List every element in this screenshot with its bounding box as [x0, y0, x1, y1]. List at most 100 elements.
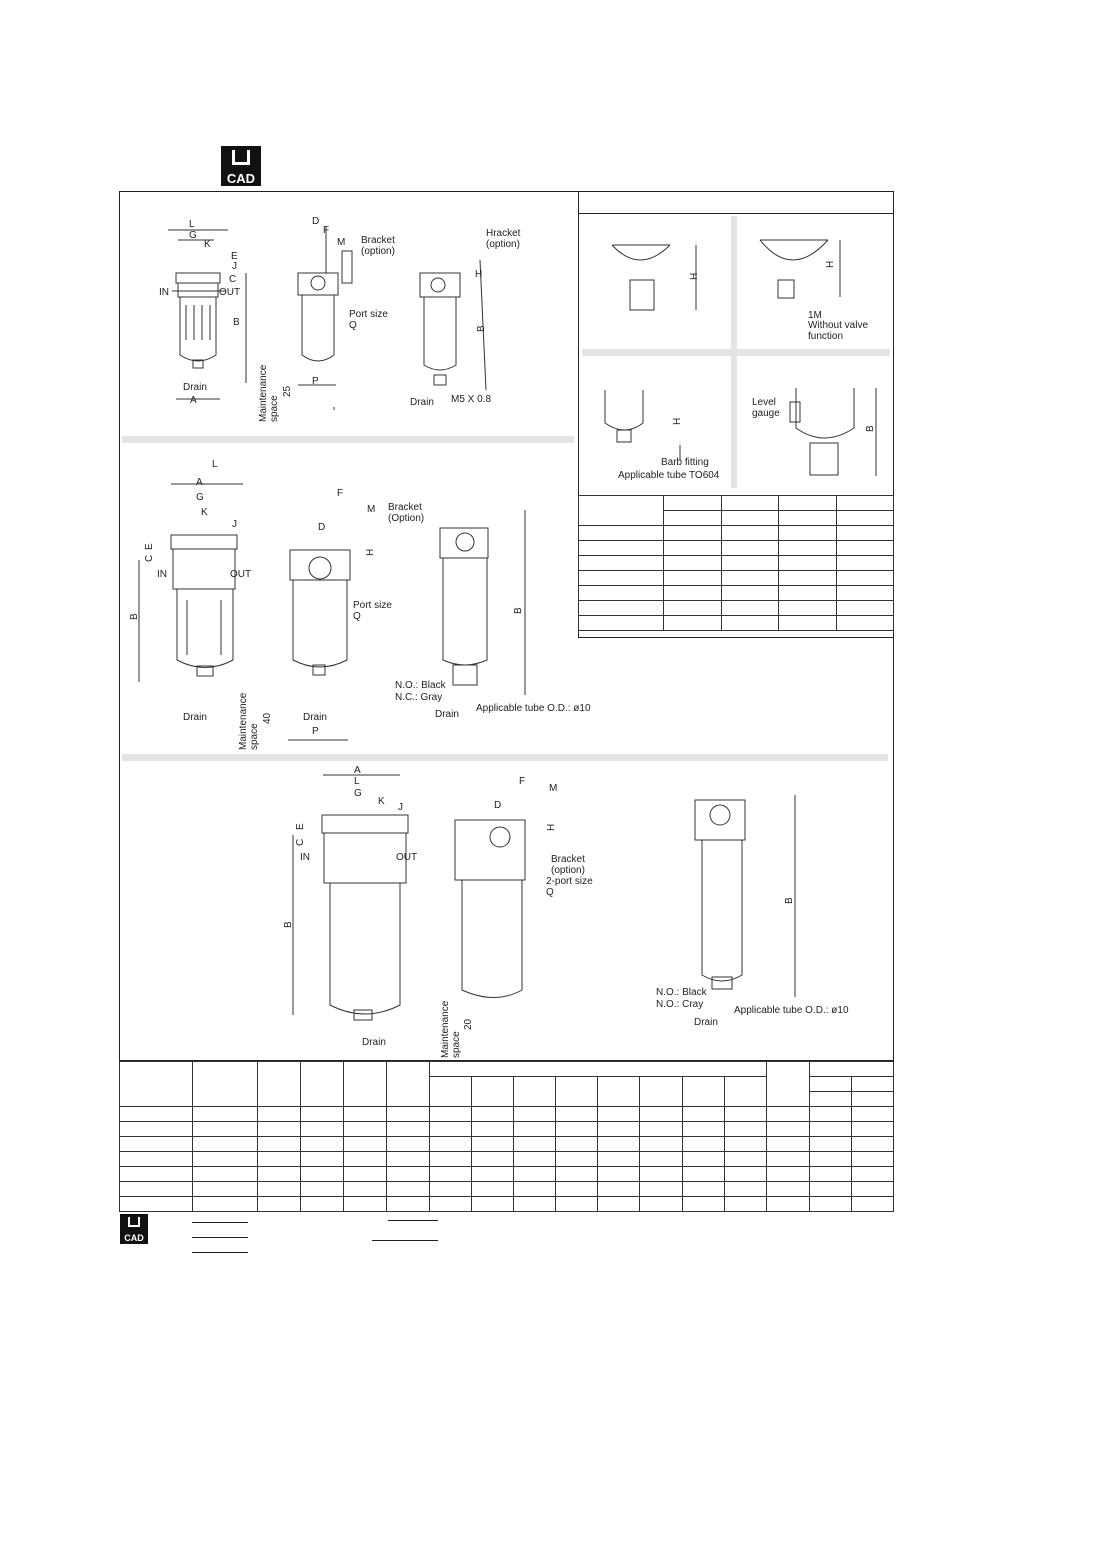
d1-maintenance: Maintenance space [258, 364, 280, 422]
separator-1 [122, 436, 574, 443]
opt1-H: H [689, 272, 700, 280]
underline-3 [192, 1252, 248, 1253]
d1-E: E [231, 251, 238, 262]
d1-IN: IN [159, 287, 169, 298]
d3-nc-gray: N.O.: Cray [656, 999, 704, 1010]
d2-tube: Applicable tube O.D.: ø10 [476, 703, 591, 714]
d3-M: M [549, 783, 558, 794]
d3-J: J [398, 802, 403, 813]
d1-bracket: Bracket (option) [361, 235, 395, 257]
d3-maintenance: Maintenance space [440, 1000, 462, 1058]
d3-nc-black: N.O.: Black [656, 987, 707, 998]
d3-H: H [546, 823, 557, 831]
d1-F: F [323, 225, 330, 236]
options-separator-v [731, 216, 737, 488]
d1-C: C [229, 274, 237, 285]
cad-logo-text: CAD [226, 171, 256, 186]
d1-D: D [312, 216, 320, 227]
filter-drawing-3 [290, 765, 830, 1055]
d1-M: M [337, 237, 346, 248]
d1-hracket: Hracket (option) [486, 228, 521, 250]
dimensions-table [119, 1061, 895, 1212]
d2-M: M [367, 504, 376, 515]
opt3-barb: Barb fitting [661, 457, 709, 468]
d3-B2: B [784, 897, 795, 904]
d2-D: D [318, 522, 326, 533]
d3-A: A [354, 765, 361, 776]
d2-maintenance: Maintenance space [238, 692, 260, 750]
d3-drain2: Drain [694, 1017, 718, 1028]
d1-J: J [232, 261, 237, 272]
d1-L: L [189, 219, 195, 230]
d3-C: C [295, 838, 306, 846]
underline-2 [192, 1237, 248, 1238]
d1-drain: Drain [183, 382, 207, 393]
d3-tube: Applicable tube O.D.: ø10 [734, 1005, 849, 1016]
underline-4 [388, 1220, 438, 1221]
d1-H: H [475, 269, 483, 280]
cad-logo-bottom: CAD [120, 1214, 148, 1244]
underline-5 [372, 1240, 438, 1241]
d1-G: G [189, 230, 197, 241]
filter-drawing-1 [150, 215, 530, 415]
d2-bracket: Bracket (Option) [388, 502, 425, 524]
opt3-tube: Applicable tube TO604 [618, 470, 720, 481]
options-table [578, 495, 894, 631]
d2-OUT: OUT [230, 569, 252, 580]
d2-J: J [232, 519, 237, 530]
cad-logo-bottom-text: CAD [124, 1233, 144, 1243]
d1-K: K [204, 239, 211, 250]
option-drawing-3 [595, 385, 715, 485]
underline-1 [192, 1222, 248, 1223]
d1-B: B [233, 317, 240, 328]
d2-port-size: Port size Q [353, 600, 392, 622]
d1-A: A [190, 395, 197, 406]
d1-drain2: Drain [410, 397, 434, 408]
d2-maint-val: 40 [262, 712, 273, 724]
d1-P: P [312, 376, 319, 387]
d1-port-size: Port size Q [349, 309, 388, 331]
d3-IN: IN [300, 852, 310, 863]
d2-H: H [365, 548, 376, 556]
d2-L: L [212, 459, 218, 470]
opt2-1m: 1M [808, 310, 822, 321]
opt3-H: H [672, 417, 683, 425]
d2-G: G [196, 492, 204, 503]
d2-E: E [144, 543, 155, 550]
d3-E: E [295, 823, 306, 830]
opt4-level: Level gauge [752, 397, 780, 419]
d2-B: B [129, 613, 140, 620]
d3-OUT: OUT [396, 852, 418, 863]
d3-L: L [354, 776, 360, 787]
d2-drain2: Drain [303, 712, 327, 723]
opt2-H: H [825, 260, 836, 268]
d3-bracket: Bracket (option) [551, 854, 585, 876]
separator-2 [122, 754, 888, 761]
d3-B: B [283, 921, 294, 928]
d1-maint-val: 25 [282, 385, 293, 397]
d2-nc-gray: N.C.: Gray [395, 692, 443, 703]
options-panel [578, 191, 894, 638]
d1-OUT: OUT [219, 287, 241, 298]
d2-P: P [312, 726, 319, 737]
option-drawing-4 [786, 388, 886, 488]
cad-logo: CAD [221, 146, 261, 186]
d2-drain3: Drain [435, 709, 459, 720]
d2-drain: Drain [183, 712, 207, 723]
d3-maint-val: 20 [463, 1018, 474, 1030]
option-drawing-2 [752, 225, 872, 325]
d2-IN: IN [157, 569, 167, 580]
opt4-B: B [865, 425, 876, 432]
filter-drawing-2 [135, 460, 605, 750]
d1-m5: M5 X 0.8 [451, 394, 492, 405]
d2-nc-black: N.O.: Black [395, 680, 446, 691]
d3-K: K [378, 796, 385, 807]
d2-C: C [144, 554, 155, 562]
d3-F: F [519, 776, 526, 787]
d2-K: K [201, 507, 208, 518]
d1-B2: B [476, 325, 487, 332]
d2-B2: B [513, 607, 524, 614]
d3-G: G [354, 788, 362, 799]
d2-A: A [196, 477, 203, 488]
d2-F: F [337, 488, 344, 499]
